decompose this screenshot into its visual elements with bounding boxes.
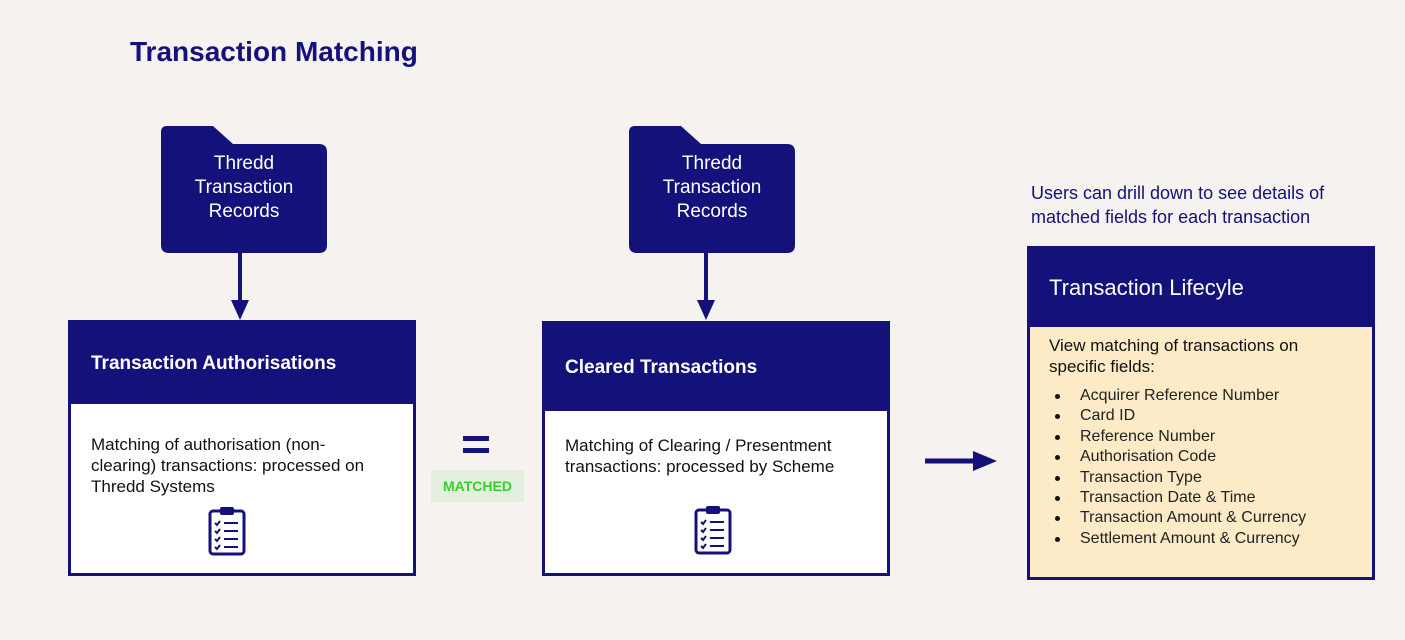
folder-thredd-records-left: Thredd Transaction Records [161,126,327,253]
drill-down-note: Users can drill down to see details of m… [1031,183,1325,227]
page-title: Transaction Matching [130,36,418,67]
lifecycle-title: Transaction Lifecyle [1030,249,1372,327]
list-item: Authorisation Code [1055,447,1372,467]
list-item: Acquirer Reference Number [1055,386,1372,406]
folder-thredd-records-right: Thredd Transaction Records [629,126,795,253]
matched-badge: MATCHED [431,470,524,502]
card-description: Matching of Clearing / Presentment trans… [565,436,835,476]
folder-label: Thredd Transaction Records [662,153,762,222]
clipboard-checklist-icon [208,507,246,556]
folder-icon [161,126,327,253]
card-title: Cleared Transactions [545,324,887,411]
folder-label: Thredd Transaction Records [194,153,294,222]
matched-fields-list: Acquirer Reference Number Card ID Refere… [1030,386,1372,549]
list-item: Card ID [1055,406,1372,426]
card-description: Matching of authorisation (non- clearing… [91,435,365,496]
transaction-lifecycle-panel: Transaction Lifecyle View matching of tr… [1027,246,1375,580]
list-item: Reference Number [1055,427,1372,447]
equals-icon [463,436,489,460]
arrow-down-icon [230,252,250,322]
clipboard-checklist-icon [694,506,732,555]
list-item: Transaction Type [1055,468,1372,488]
lifecycle-intro: View matching of transactions on specifi… [1049,336,1299,376]
list-item: Transaction Date & Time [1055,488,1372,508]
arrow-right-icon [925,450,1000,477]
card-title: Transaction Authorisations [71,323,413,404]
list-item: Transaction Amount & Currency [1055,508,1372,528]
cleared-transactions-card: Cleared Transactions Matching of Clearin… [542,321,890,576]
transaction-authorisations-card: Transaction Authorisations Matching of a… [68,320,416,576]
list-item: Settlement Amount & Currency [1055,529,1372,549]
arrow-down-icon [696,252,716,322]
folder-icon [629,126,795,253]
